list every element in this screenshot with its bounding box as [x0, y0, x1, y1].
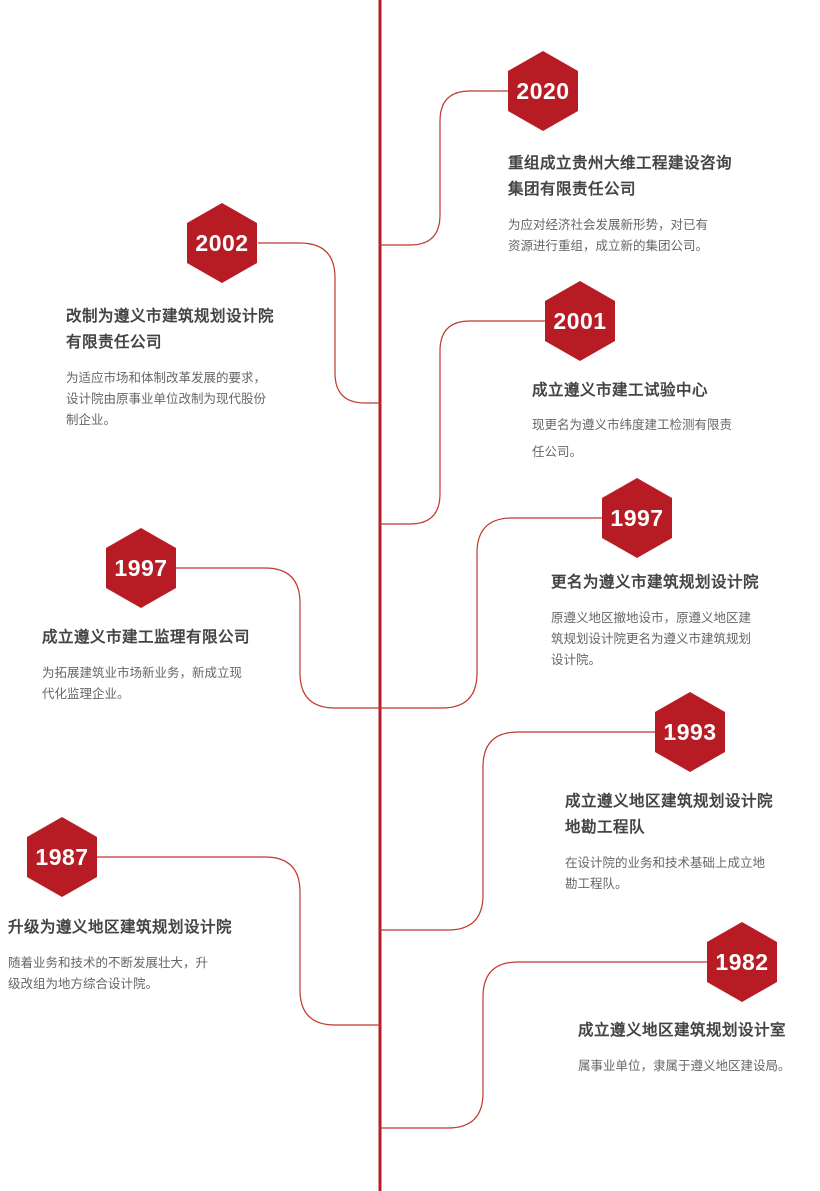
- entry-description: 原遵义地区撤地设市，原遵义地区建筑规划设计院更名为遵义市建筑规划设计院。: [551, 607, 759, 670]
- timeline-entry-1987: 升级为遵义地区建筑规划设计院 随着业务和技术的不断发展壮大，升级改组为地方综合设…: [8, 914, 232, 994]
- entry-title: 成立遵义市建工试验中心: [532, 377, 732, 403]
- timeline-entry-1997-left: 成立遵义市建工监理有限公司 为拓展建筑业市场新业务，新成立现代化监理企业。: [42, 624, 250, 704]
- entry-title: 升级为遵义地区建筑规划设计院: [8, 914, 232, 940]
- timeline-entry-2002: 改制为遵义市建筑规划设计院有限责任公司 为适应市场和体制改革发展的要求， 设计院由…: [66, 303, 274, 430]
- hexagon-1993: [655, 692, 725, 772]
- year-label: 1997: [114, 555, 168, 581]
- title-line: 重组成立贵州大维工程建设咨询: [508, 154, 733, 172]
- timeline-entry-2001: 成立遵义市建工试验中心 现更名为遵义市纬度建工检测有限责任公司。: [532, 377, 732, 465]
- connector-2002: [258, 242, 380, 404]
- timeline-entry-2020: 重组成立贵州大维工程建设咨询集团有限责任公司 为应对经济社会发展新形势，对已有资…: [508, 150, 732, 256]
- title-line: 成立遵义地区建筑规划设计室: [578, 1021, 787, 1039]
- year-label: 1982: [715, 949, 769, 975]
- year-label: 1993: [663, 719, 717, 745]
- hexagon-1987: [27, 817, 97, 897]
- desc-line: 任公司。: [532, 444, 583, 459]
- desc-line: 级改组为地方综合设计院。: [8, 976, 159, 991]
- year-label: 2020: [516, 78, 570, 104]
- desc-line: 为适应市场和体制改革发展的要求，: [66, 370, 267, 385]
- hexagon-1997-left: [106, 528, 176, 608]
- connector-1982: [380, 961, 707, 1129]
- desc-line: 为应对经济社会发展新形势，对已有: [508, 217, 709, 232]
- desc-line: 在设计院的业务和技术基础上成立地: [565, 855, 766, 870]
- entry-description: 随着业务和技术的不断发展壮大，升级改组为地方综合设计院。: [8, 952, 232, 994]
- connector-1997-right: [380, 517, 602, 709]
- entry-description: 为应对经济社会发展新形势，对已有资源进行重组，成立新的集团公司。: [508, 214, 732, 256]
- title-line: 成立遵义地区建筑规划设计院: [565, 792, 774, 810]
- desc-line: 原遵义地区撤地设市，原遵义地区建: [551, 610, 752, 625]
- year-label: 2001: [553, 308, 607, 334]
- timeline-entry-1997-right: 更名为遵义市建筑规划设计院 原遵义地区撤地设市，原遵义地区建筑规划设计院更名为遵…: [551, 569, 759, 670]
- desc-line: 代化监理企业。: [42, 686, 130, 701]
- desc-line: 设计院。: [551, 652, 602, 667]
- desc-line: 为拓展建筑业市场新业务，新成立现: [42, 665, 243, 680]
- entry-description: 为适应市场和体制改革发展的要求， 设计院由原事业单位改制为现代股份制企业。: [66, 367, 274, 430]
- title-line: 升级为遵义地区建筑规划设计院: [8, 918, 233, 936]
- connector-2020: [380, 90, 508, 246]
- desc-line: 筑规划设计院更名为遵义市建筑规划: [551, 631, 752, 646]
- entry-title: 成立遵义地区建筑规划设计院地勘工程队: [565, 788, 773, 840]
- entry-description: 现更名为遵义市纬度建工检测有限责任公司。: [532, 411, 732, 465]
- hexagon-2020: [508, 51, 578, 131]
- hexagon-1982: [707, 922, 777, 1002]
- hexagon-1997-right: [602, 478, 672, 558]
- connector-1993: [380, 731, 655, 931]
- entry-title: 更名为遵义市建筑规划设计院: [551, 569, 759, 595]
- hexagon-2001: [545, 281, 615, 361]
- year-label: 2002: [195, 230, 249, 256]
- desc-line: 属事业单位，隶属于遵义地区建设局。: [578, 1058, 791, 1073]
- entry-description: 为拓展建筑业市场新业务，新成立现代化监理企业。: [42, 662, 250, 704]
- title-line: 改制为遵义市建筑规划设计院: [66, 307, 275, 325]
- desc-line: 现更名为遵义市纬度建工检测有限责: [532, 417, 733, 432]
- connector-1997-left: [176, 567, 380, 709]
- connector-1987: [97, 856, 380, 1026]
- entry-description: 属事业单位，隶属于遵义地区建设局。: [578, 1055, 791, 1076]
- entry-title: 重组成立贵州大维工程建设咨询集团有限责任公司: [508, 150, 732, 202]
- entry-title: 成立遵义地区建筑规划设计室: [578, 1017, 791, 1043]
- desc-line: 随着业务和技术的不断发展壮大，升: [8, 955, 209, 970]
- entry-title: 改制为遵义市建筑规划设计院有限责任公司: [66, 303, 274, 355]
- year-label: 1987: [35, 844, 89, 870]
- year-label: 1997: [610, 505, 664, 531]
- desc-line: 设计院由原事业单位改制为现代股份: [66, 391, 267, 406]
- desc-line: 勘工程队。: [565, 876, 628, 891]
- title-line: 成立遵义市建工试验中心: [532, 381, 709, 399]
- timeline-entry-1993: 成立遵义地区建筑规划设计院地勘工程队 在设计院的业务和技术基础上成立地勘工程队。: [565, 788, 773, 894]
- timeline-entry-1982: 成立遵义地区建筑规划设计室 属事业单位，隶属于遵义地区建设局。: [578, 1017, 791, 1076]
- connector-2001: [380, 320, 545, 525]
- title-line: 成立遵义市建工监理有限公司: [42, 628, 251, 646]
- title-line: 有限责任公司: [66, 333, 163, 351]
- title-line: 地勘工程队: [565, 818, 646, 836]
- desc-line: 资源进行重组，成立新的集团公司。: [508, 238, 709, 253]
- hexagon-2002: [187, 203, 257, 283]
- entry-title: 成立遵义市建工监理有限公司: [42, 624, 250, 650]
- desc-line: 制企业。: [66, 412, 117, 427]
- title-line: 集团有限责任公司: [508, 180, 637, 198]
- entry-description: 在设计院的业务和技术基础上成立地勘工程队。: [565, 852, 773, 894]
- title-line: 更名为遵义市建筑规划设计院: [551, 573, 760, 591]
